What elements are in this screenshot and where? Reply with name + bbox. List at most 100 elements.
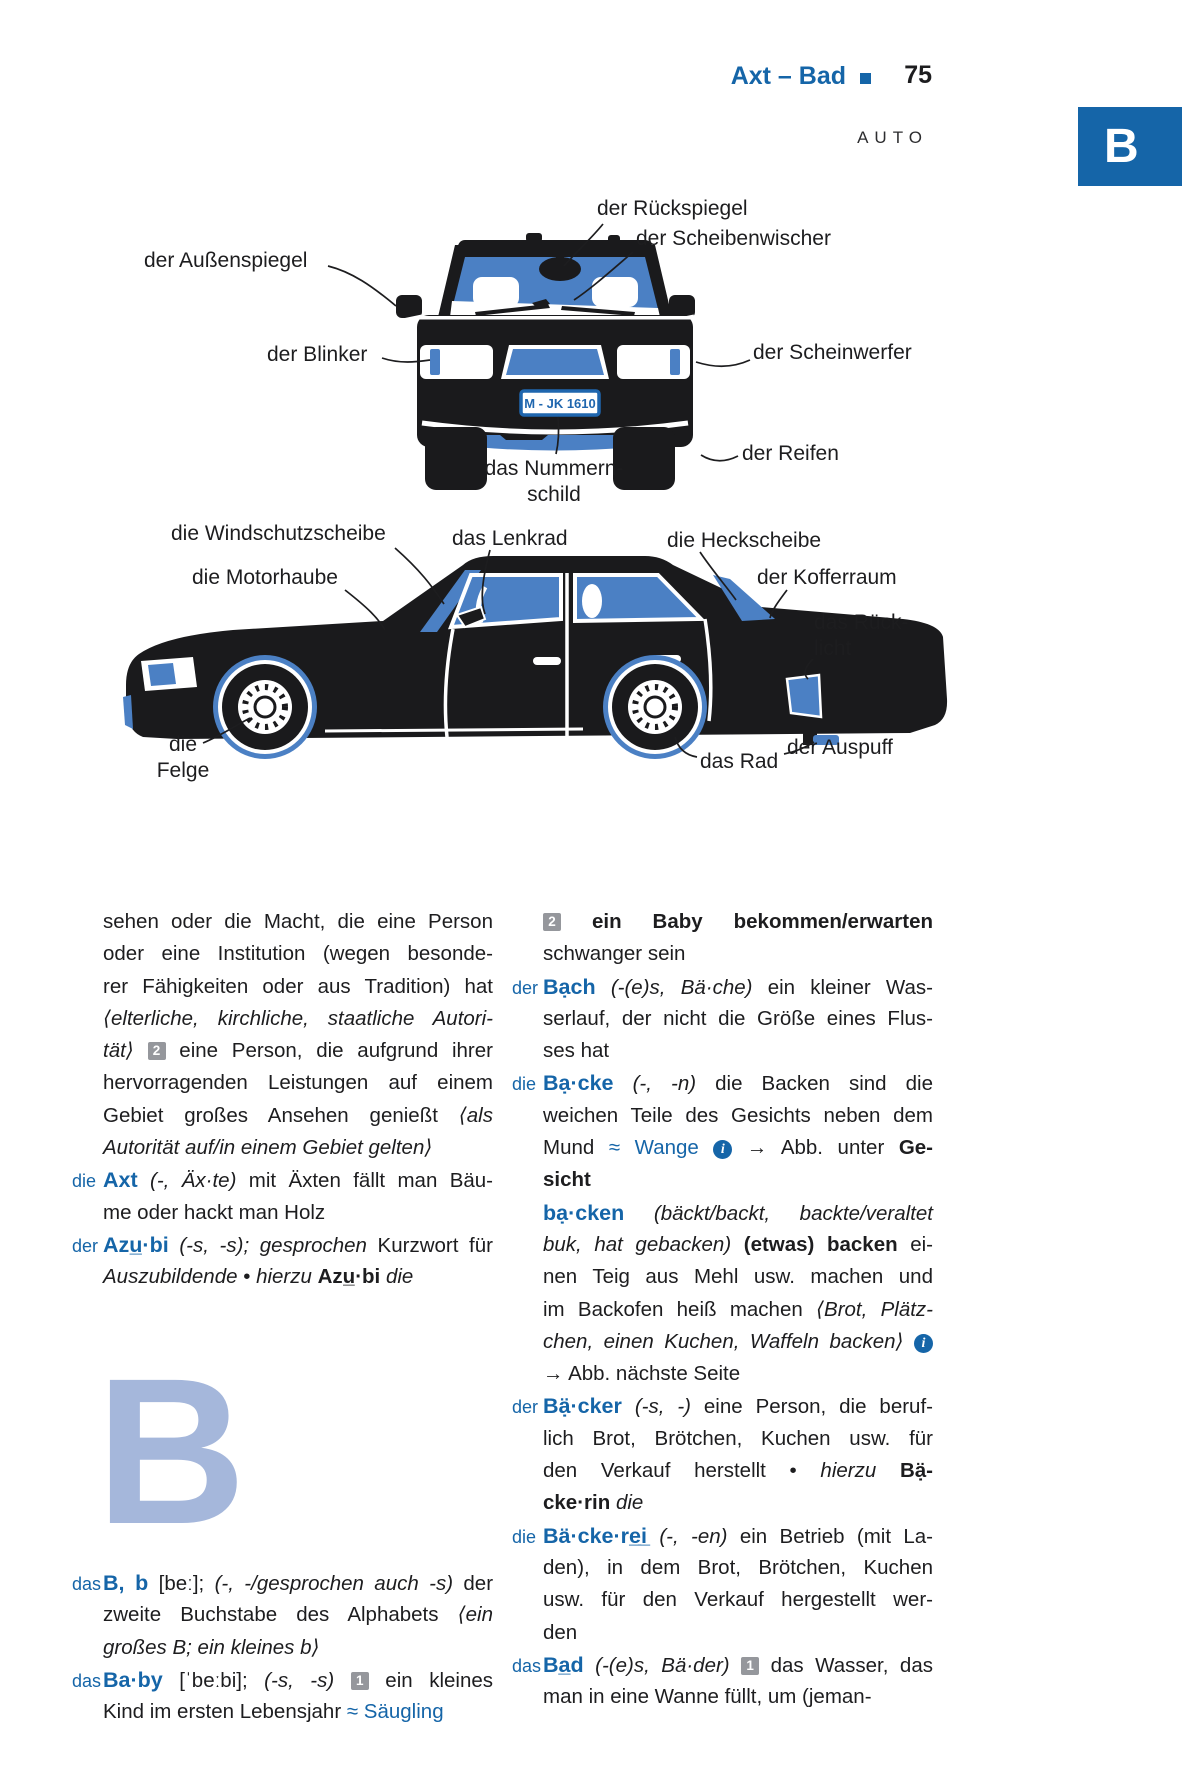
text-segment: sehen oder die Macht, die eine Person [103,910,493,933]
label-kofferraum: der Kofferraum [757,566,897,589]
dict-line: ⟨elterliche, kirchliche, staatliche Auto… [72,1003,493,1035]
text-segment [730,1654,742,1677]
label-scheibenwischer: der Scheibenwischer [636,227,831,250]
text-segment: großes B; ein kleines b⟩ [103,1635,320,1659]
headword: Ba̲d [543,1652,584,1677]
label-auspuff: der Auspuff [787,736,893,759]
text-segment: (-, -/gesprochen auch -s) [214,1572,454,1595]
text-segment: Azu̲·bi [317,1265,381,1289]
text-segment: lich Brot, Brötchen, Kuchen usw. für [543,1426,933,1450]
label-rad: das Rad [700,750,779,773]
text-segment [596,976,611,999]
article: die [512,1074,537,1095]
dict-line: tät⟩ 2 eine Person, die aufgrund ihrer [72,1035,493,1067]
text-segment [731,1233,744,1256]
dict-line: hervorragenden Leistungen auf einem [72,1067,493,1099]
front-left-wheel [425,427,487,490]
side-front-wheel [213,655,317,759]
dict-line: den [512,1617,933,1649]
text-segment [614,1072,633,1095]
text-segment: ⟨ein [457,1603,493,1627]
info-icon: i [713,1140,733,1160]
text-segment: • [237,1265,257,1289]
text-segment: → Abb. nächste Seite [543,1362,741,1386]
text-segment: die [615,1491,644,1515]
dict-line: rer Fähigkeiten oder aus Tradition) hat [72,971,493,1003]
headword: Ba·by [103,1667,163,1692]
headword: bạ·cken [543,1200,625,1225]
text-segment: Mund [543,1136,609,1160]
text-segment [904,1330,914,1353]
text-segment: Ge- [898,1136,933,1160]
dict-line: weichen Teile des Gesichts neben dem [512,1100,933,1132]
label-windschutzscheibe: die Windschutzscheibe [171,522,386,545]
text-segment: (-(e)s, Bä·che) [610,975,753,999]
text-segment: ei- [897,1232,933,1256]
label-felge: die Felge [156,733,210,782]
dict-line: dasB, b [beː]; (-, -/gesprochen auch -s)… [72,1567,493,1599]
text-segment [561,910,592,933]
text-segment: den), in dem Brot, Brötchen, Kuchen [543,1555,933,1579]
text-segment: nen Teig aus Mehl usw. machen und [543,1265,933,1289]
left-column-bottom: dasB, b [beː]; (-, -/gesprochen auch -s)… [72,1567,493,1728]
text-segment: chen, einen Kuchen, Waffeln backen⟩ [543,1329,904,1353]
headword: B, b [103,1571,149,1595]
text-segment: → Abb. unter [732,1136,899,1160]
info-icon: i [914,1333,933,1353]
side-rear-wheel [603,655,707,759]
sense-number-badge: 2 [543,913,561,931]
text-segment: die [385,1265,414,1289]
car-side-illustration [123,556,948,759]
header-page-number: 75 [904,61,932,89]
article: der [72,1235,99,1256]
text-segment: der [453,1572,494,1595]
dict-line: usw. für den Verkauf hergestellt wer- [512,1584,933,1616]
text-segment: Bạ̈- [899,1459,933,1483]
text-segment: (-s, -) [634,1395,691,1419]
text-segment: usw. für den Verkauf hergestellt wer- [543,1588,933,1612]
text-segment: ⟨als [458,1103,493,1127]
text-segment: me oder hackt man Holz [103,1200,326,1224]
text-segment: (-, -en) [659,1524,728,1548]
dict-line: den Verkauf herstellt • hierzu Bạ̈- [512,1455,933,1487]
text-segment: den Verkauf herstellt • [543,1459,821,1483]
dict-line: lich Brot, Brötchen, Kuchen usw. für [512,1423,933,1455]
article: der [512,977,539,998]
label-ruecklicht: das Rück- licht [814,611,909,660]
text-segment: ein kleiner Was- [752,975,933,999]
license-plate-text: M - JK 1610 [524,396,596,411]
dict-line: oder eine Institution (wegen besonde- [72,938,493,970]
sense-number-badge: 1 [741,1656,760,1675]
header-square-icon [860,73,871,84]
text-segment: buk, hat gebacken) [543,1232,732,1256]
text-segment: die Backen sind die [696,1072,933,1096]
text-segment [624,1202,654,1225]
text-segment: (-, -n) [632,1072,697,1096]
dict-line: 2 ein Baby bekommen/erwarten [512,906,933,938]
text-segment: (-s, -s); gesprochen [179,1233,367,1257]
dict-line: ses hat [512,1035,933,1067]
dict-line: sehen oder die Macht, die eine Person [72,906,493,938]
text-segment: zweite Buchstabe des Alphabets [103,1603,458,1627]
text-segment: eine Person, die aufgrund ihrer [165,1039,493,1063]
label-heckscheibe: die Heckscheibe [667,529,822,552]
text-segment: ein Baby bekommen/erwarten [591,910,934,933]
dict-line: sicht [512,1164,933,1196]
text-segment [876,1459,900,1482]
text-segment: den [543,1620,578,1644]
dict-line: bạ·cken (bäckt/backt, backte/veraltet [512,1197,933,1229]
sense-number-badge: 2 [147,1042,166,1061]
dict-line: Auszubildende • hierzu Azu̲·bi die [72,1261,493,1293]
headword: Azu̲·bi [103,1232,169,1257]
headword: Bạch [543,974,596,999]
text-segment [584,1654,596,1677]
leader-lines [202,223,815,758]
headword: Bạ̈·cker [543,1394,622,1419]
text-segment: weichen Teile des Gesichts neben dem [543,1103,933,1127]
text-segment: sicht [543,1168,591,1192]
dict-line: Mund ≈ Wange i → Abb. unter Ge- [512,1132,933,1164]
